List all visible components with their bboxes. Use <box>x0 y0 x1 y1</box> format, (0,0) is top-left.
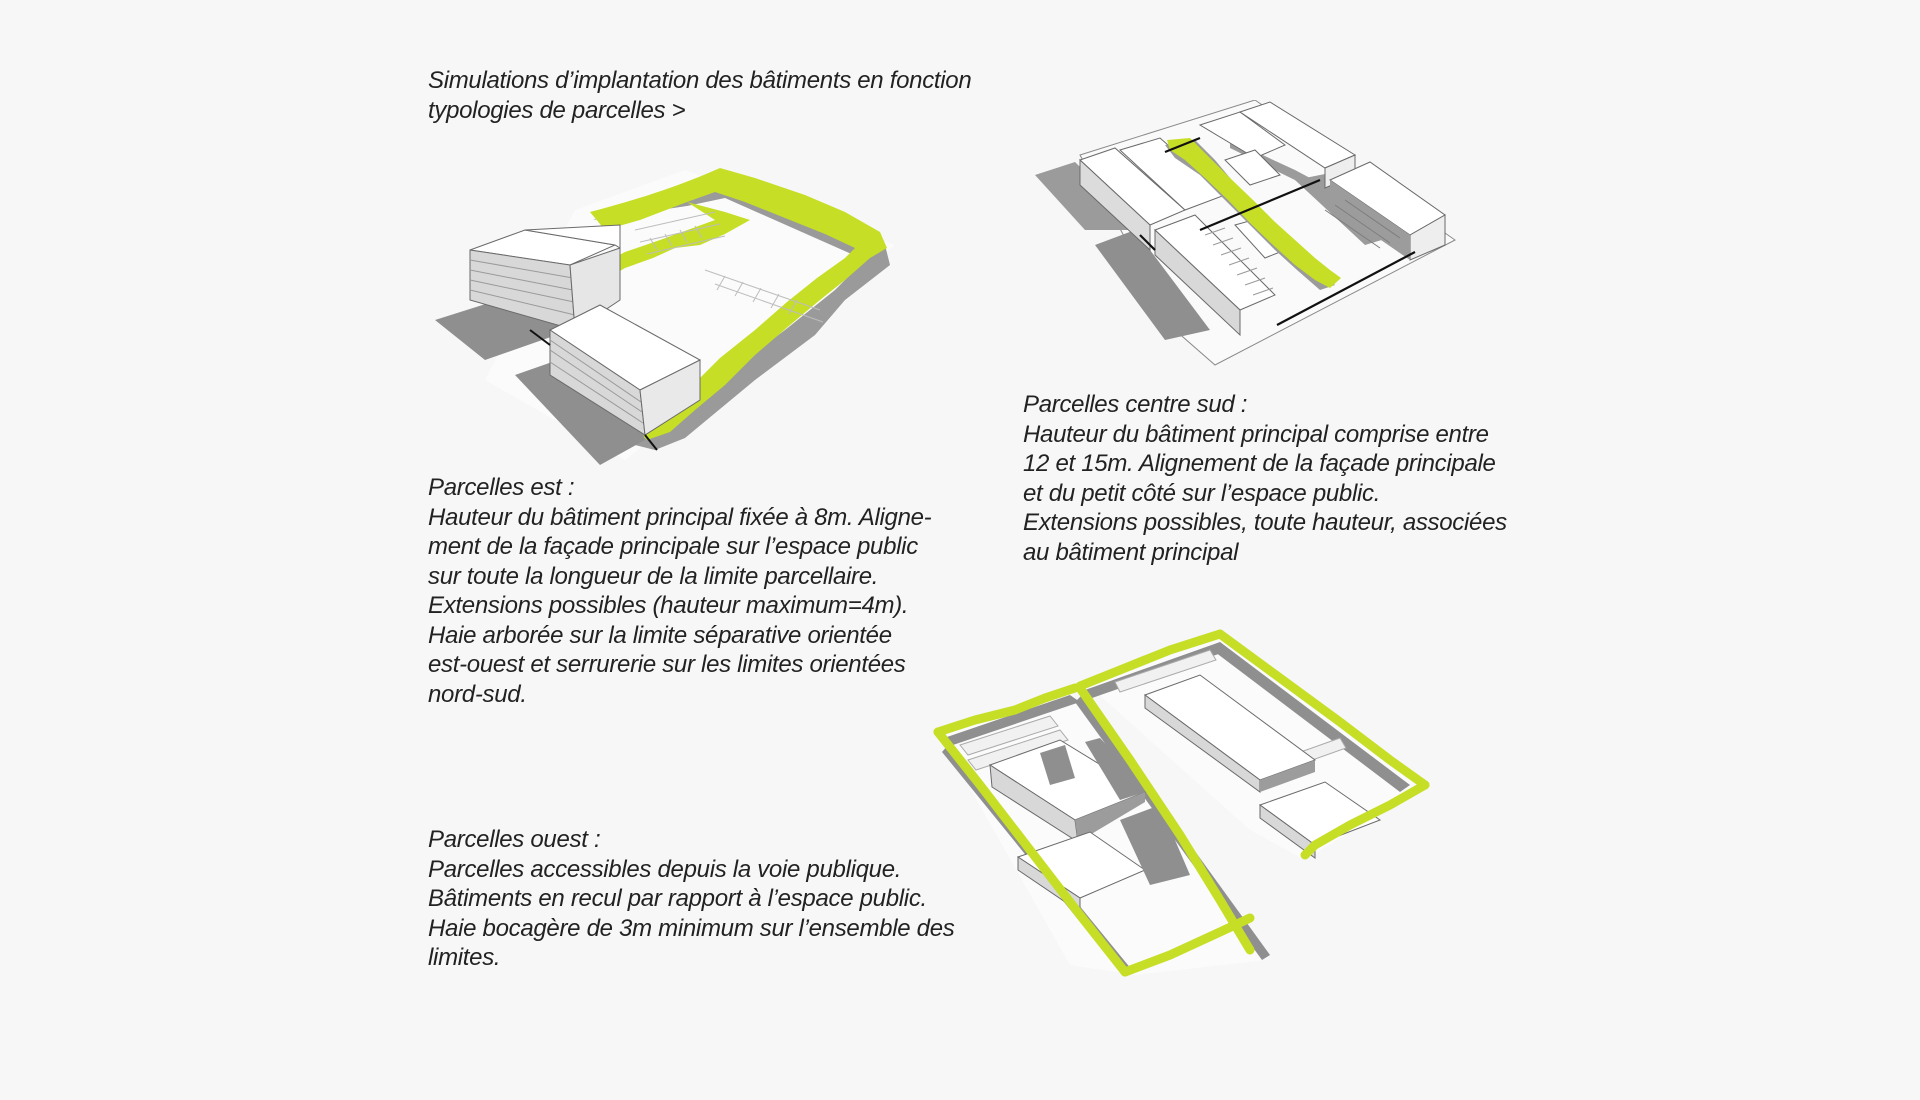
section-est-line: sur toute la longueur de la limite parce… <box>428 562 879 590</box>
isometric-parcel-ouest-diagram <box>920 620 1480 980</box>
section-ouest-heading: Parcelles ouest : <box>428 826 601 853</box>
section-est-line: Hauteur du bâtiment principal fixée à 8m… <box>428 503 932 531</box>
parcel-est-illustration-icon <box>435 168 895 465</box>
section-est-line: nord-sud. <box>428 680 527 708</box>
section-centre-sud-line: et du petit côté sur l’espace public. <box>1023 479 1381 507</box>
page-title: Simulations d’implantation des bâtiments… <box>428 66 972 125</box>
isometric-parcel-est-diagram <box>425 150 905 470</box>
section-est-line: ment de la façade principale sur l’espac… <box>428 533 918 560</box>
section-est-heading: Parcelles est : <box>428 474 575 501</box>
section-ouest-text: Parcelles ouest : Parcelles accessibles … <box>428 825 955 973</box>
section-ouest-line: limites. <box>428 944 501 971</box>
section-centre-sud-heading: Parcelles centre sud : <box>1023 391 1248 418</box>
section-centre-sud-line: Extensions possibles, toute hauteur, ass… <box>1023 509 1507 536</box>
section-centre-sud-line: 12 et 15m. Alignement de la façade princ… <box>1023 450 1496 477</box>
title-line-2: typologies de parcelles > <box>428 96 686 124</box>
section-ouest-line: Parcelles accessibles depuis la voie pub… <box>428 855 902 883</box>
parcel-centre-sud-illustration-icon <box>1035 100 1456 366</box>
section-est-text: Parcelles est : Hauteur du bâtiment prin… <box>428 473 932 709</box>
parcel-ouest-illustration-icon <box>933 629 1430 977</box>
section-est-line: Extensions possibles (hauteur maximum=4m… <box>428 592 909 619</box>
section-ouest-line: Bâtiments en recul par rapport à l’espac… <box>428 885 927 912</box>
isometric-parcel-centre-sud-diagram <box>1025 100 1465 370</box>
title-line-1: Simulations d’implantation des bâtiments… <box>428 67 972 94</box>
section-est-line: est-ouest et serrurerie sur les limites … <box>428 651 906 678</box>
section-est-line: Haie arborée sur la limite séparative or… <box>428 621 892 649</box>
section-centre-sud-line: au bâtiment principal <box>1023 538 1239 566</box>
section-centre-sud-line: Hauteur du bâtiment principal comprise e… <box>1023 420 1489 448</box>
section-centre-sud-text: Parcelles centre sud : Hauteur du bâtime… <box>1023 390 1507 567</box>
section-ouest-line: Haie bocagère de 3m minimum sur l’ensemb… <box>428 914 955 942</box>
